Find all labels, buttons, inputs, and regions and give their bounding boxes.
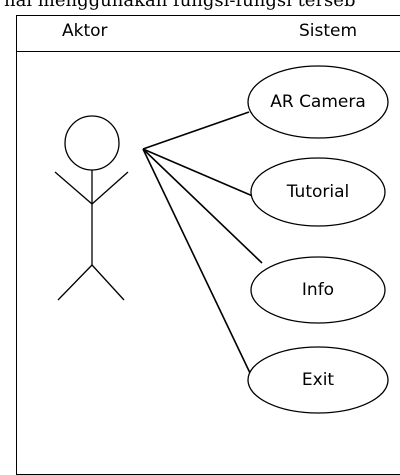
actor-left-leg <box>57 264 93 301</box>
use-case-tutorial-ellipse <box>250 157 386 227</box>
association-tutorial <box>142 148 256 198</box>
header-row: Aktor Sistem <box>16 15 400 52</box>
use-case-info-label: Info <box>301 280 335 300</box>
use-case-exit-ellipse <box>247 346 389 414</box>
actor-right-leg <box>91 264 125 301</box>
use-case-ar-camera-ellipse <box>247 65 389 139</box>
use-case-tutorial-label: Tutorial <box>286 182 350 202</box>
association-exit <box>142 148 251 374</box>
cropped-caption-text: nal menggunakan fungsi-fungsi terseb <box>4 0 356 11</box>
association-ar-camera <box>142 111 250 150</box>
association-info <box>142 148 263 264</box>
use-case-diagram <box>54 65 389 414</box>
actor-head <box>64 115 120 171</box>
use-case-exit-label: Exit <box>301 370 335 390</box>
use-case-info-ellipse <box>250 256 386 324</box>
actor-figure <box>54 115 129 301</box>
use-case-shapes <box>247 65 389 414</box>
actor-right-arm <box>91 171 129 205</box>
associations <box>142 111 263 374</box>
aktor-column-label: Aktor <box>62 21 108 41</box>
actor-left-arm <box>54 171 93 205</box>
sistem-column-label: Sistem <box>299 21 358 41</box>
use-case-ar-camera-label: AR Camera <box>270 92 366 112</box>
